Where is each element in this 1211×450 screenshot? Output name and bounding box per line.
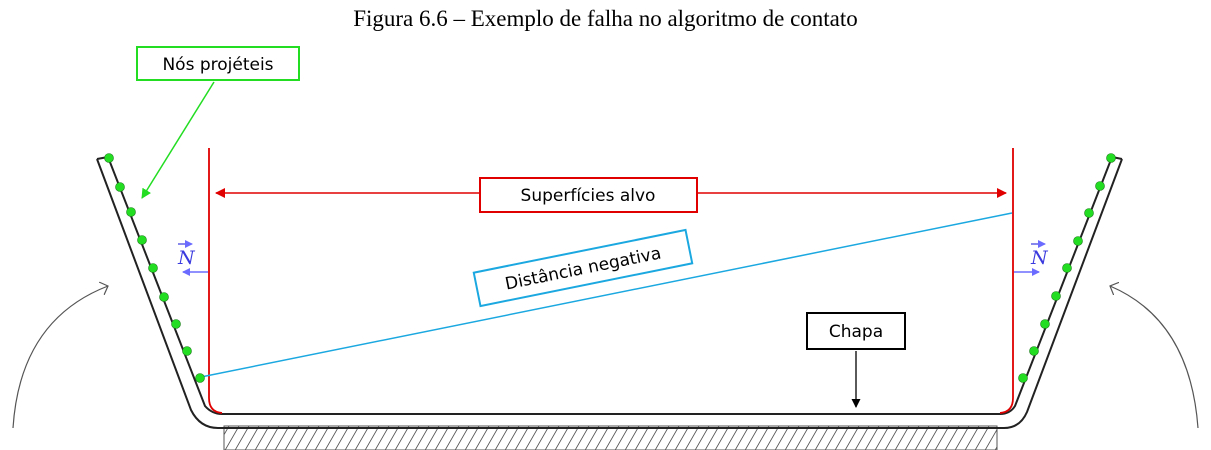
node [195, 373, 205, 383]
node [1095, 181, 1105, 191]
rotation-arrow-right [1110, 286, 1199, 429]
projectile-nodes-right [1018, 153, 1116, 383]
node [126, 207, 136, 217]
negative-distance-line [200, 212, 1013, 378]
target-surfaces-label: Superfícies alvo [521, 186, 656, 206]
node [1106, 153, 1116, 163]
target-surface-left [208, 148, 223, 414]
base-support [223, 425, 998, 450]
node [1018, 373, 1028, 383]
sheet-box [806, 312, 906, 350]
node [1073, 236, 1083, 246]
normal-label-right: N [1030, 247, 1049, 269]
projectile-nodes-label: Nós projéteis [162, 55, 273, 75]
target-surfaces-box [479, 177, 698, 213]
sheet-label: Chapa [829, 322, 883, 342]
node [115, 182, 125, 192]
normal-label-left: N [177, 247, 196, 269]
node [148, 263, 158, 273]
projectile-nodes-pointer [141, 81, 215, 199]
node [104, 153, 114, 163]
projectile-nodes-box [136, 46, 300, 81]
node [1084, 208, 1094, 218]
node [137, 235, 147, 245]
node [182, 346, 192, 356]
node [1029, 346, 1039, 356]
node [159, 292, 169, 302]
node [1040, 319, 1050, 329]
negative-distance-callout: Distância negativa [472, 228, 694, 308]
node [1051, 291, 1061, 301]
rotation-arrow-left [12, 286, 108, 429]
projectile-nodes-left [104, 153, 205, 383]
target-surface-right [999, 148, 1014, 414]
negative-distance-box [472, 228, 694, 308]
sheet-outer-outline [96, 158, 1123, 429]
node [171, 319, 181, 329]
sheet-inner-outline [107, 156, 1113, 415]
node [1062, 263, 1072, 273]
figure-caption: Figura 6.6 – Exemplo de falha no algorit… [353, 6, 858, 31]
